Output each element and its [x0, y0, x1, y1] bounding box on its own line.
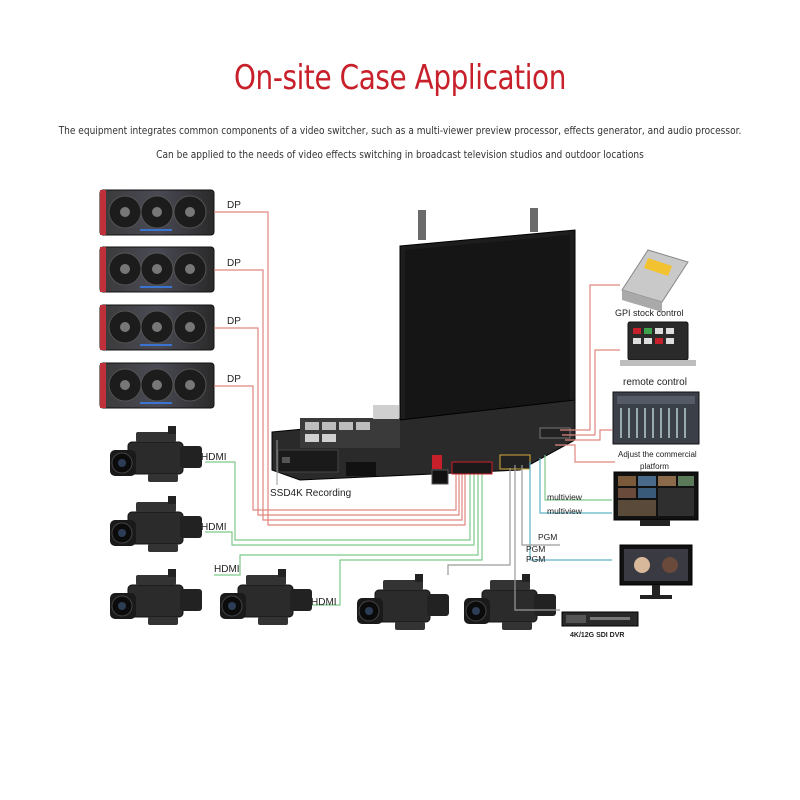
graphics-card-icon: [99, 304, 215, 351]
dvr-recorder-icon: [561, 611, 639, 627]
dp-label-1: DP: [227, 200, 241, 211]
ssd-recording-label: SSD4K Recording: [270, 488, 351, 499]
camcorder-icon: [109, 495, 203, 553]
multiview-label-1: multiview: [547, 492, 583, 502]
description-line-2: Can be applied to the needs of video eff…: [156, 149, 644, 161]
hdmi-label-3: HDMI: [214, 564, 240, 575]
graphics-card-icon: [99, 246, 215, 293]
dvr-label: 4K/12G SDI DVR: [570, 632, 624, 639]
commercial-label-line2: platform: [640, 462, 669, 471]
camcorder-icon: [356, 573, 450, 631]
portable-switcher-icon: [271, 208, 576, 485]
pgm-label-1: PGM: [538, 532, 557, 542]
audio-mixer-icon: [612, 391, 700, 445]
remote-control-label: remote control: [623, 377, 687, 388]
gpi-label: GPI stock control: [615, 308, 684, 318]
dp-cables: [214, 211, 466, 526]
camcorder-icon: [109, 568, 203, 626]
page-title: On-site Case Application: [234, 58, 566, 98]
graphics-card-icon: [99, 189, 215, 236]
output-cables: [447, 284, 620, 611]
dp-label-3: DP: [227, 316, 241, 327]
description-line-1: The equipment integrates common componen…: [58, 125, 742, 137]
camcorder-icon: [109, 425, 203, 483]
pgm-label-2: PGM: [526, 544, 545, 554]
graphics-card-icon: [99, 362, 215, 409]
camcorder-icon: [219, 568, 313, 626]
hdmi-label-2: HDMI: [201, 522, 227, 533]
pgm-monitor-icon: [619, 544, 693, 599]
dp-label-4: DP: [227, 374, 241, 385]
remote-control-panel-icon: [620, 321, 696, 366]
hdmi-cables: [205, 461, 483, 606]
hdmi-label-1: HDMI: [201, 452, 227, 463]
hdmi-label-4: HDMI: [311, 597, 337, 608]
camcorder-icon: [463, 573, 557, 631]
multiview-monitor-icon: [613, 471, 699, 526]
dp-label-2: DP: [227, 258, 241, 269]
pgm-label-3: PGM: [526, 554, 545, 564]
multiview-label-2: multiview: [547, 506, 583, 516]
gpi-pedal-icon: [621, 249, 689, 312]
commercial-label-line1: Adjust the commercial: [618, 450, 697, 459]
